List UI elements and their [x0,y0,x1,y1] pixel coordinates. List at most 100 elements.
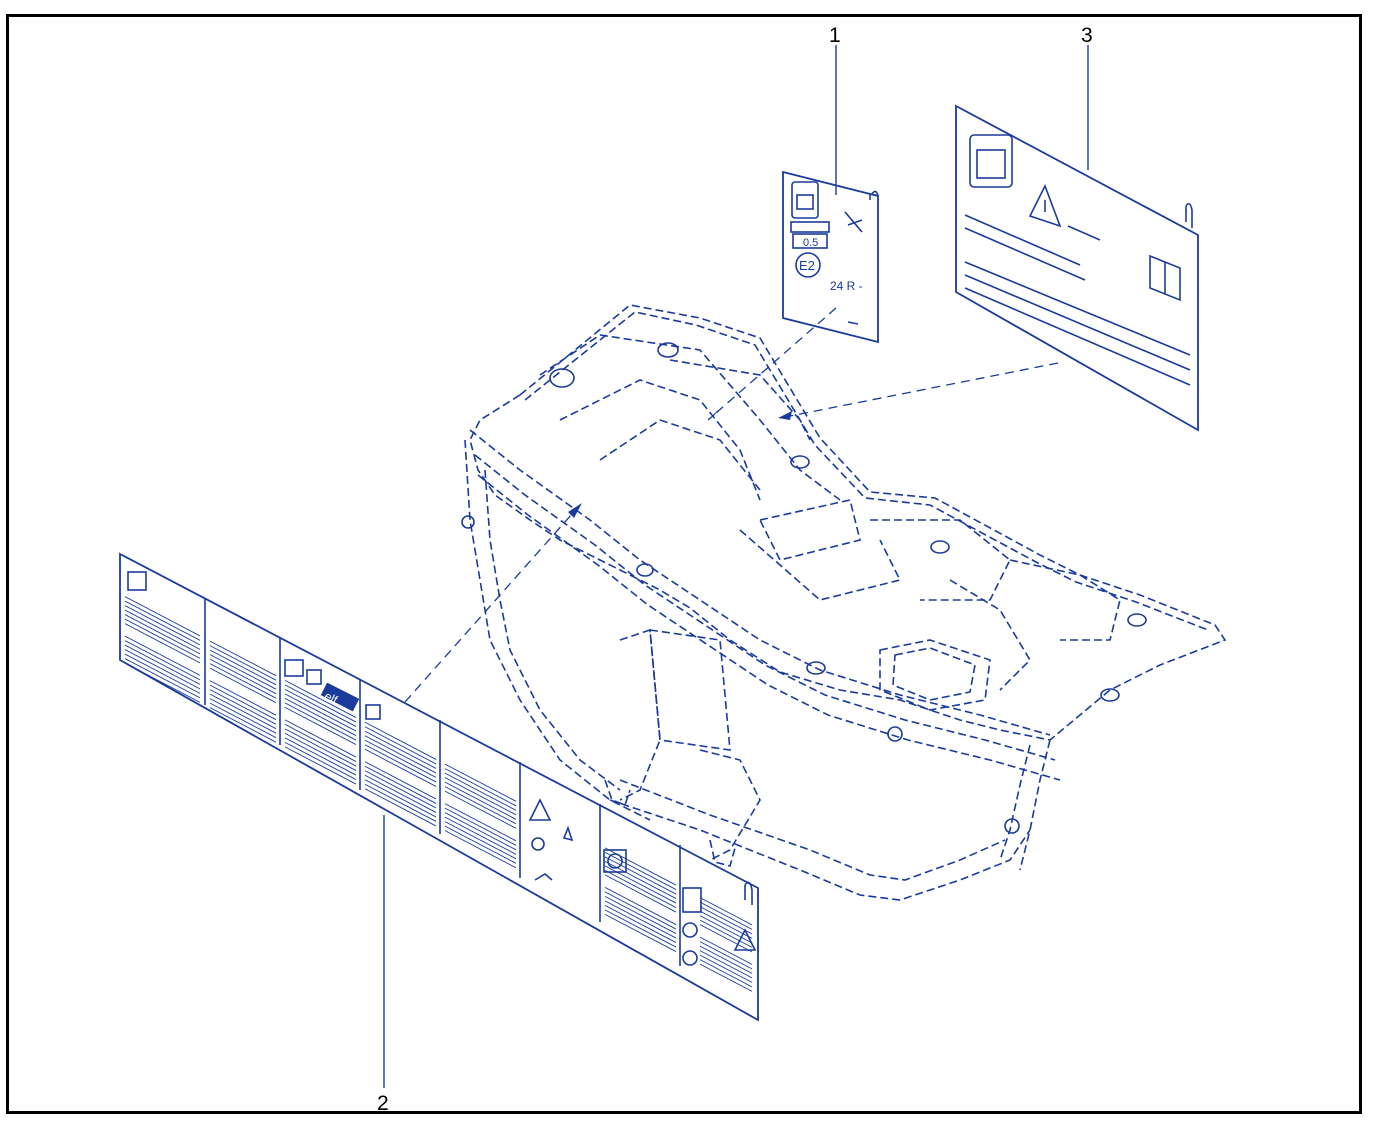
label-text-line [444,786,517,825]
label-text-line [364,765,437,804]
label-text-line [364,730,437,769]
label-3-battery-warning [955,104,1199,432]
label-text-line [209,640,277,677]
label-text-line [209,654,277,690]
label-text-line [124,658,201,699]
label-text-line [444,816,517,855]
label-text-line [124,635,201,676]
label-text-line [444,763,517,802]
fan-icon [603,849,627,873]
label-text-line [604,847,677,886]
callout-2: 2 [377,1092,389,1115]
label-text-line [284,741,357,780]
label-text-line [604,870,677,908]
label-text-line [699,963,753,992]
label-text-line [364,739,437,778]
label-text-line [124,653,201,694]
label-text-line [444,825,517,864]
label-text-line [699,910,753,939]
label-text-line [364,726,437,765]
label-text-line [209,680,277,716]
label-text-line [444,830,517,869]
label-text-line [699,919,753,948]
front-end-panel [461,304,1227,901]
label-text-line [699,950,753,979]
label-text-line [699,945,753,974]
label-1-tyre-pressure: 0.5 E2 24 R - [782,170,879,344]
label-text-line [284,688,357,727]
label-text-line [124,644,201,685]
label-text-line [124,640,201,681]
warning-triangle-icon [1028,184,1062,228]
label-text-line [124,623,201,664]
label-text-line [604,891,677,930]
label-text-line [284,697,357,736]
label-text-line [209,667,277,704]
warning-triangle-icon-2 [528,798,552,821]
label-1-approval-mark: E2 [799,258,815,273]
label-text-line [284,746,357,785]
label-text-line [604,874,677,913]
label-text-line [209,658,277,695]
label-text-line [209,663,277,699]
label-text-line [209,707,277,743]
label-text-line [284,706,357,745]
label-text-line [284,737,357,776]
label-text-line [604,852,677,890]
info-icon [682,950,698,966]
label-text-line [284,728,357,767]
label-text-line [444,807,517,846]
leader-lines [383,45,1089,1088]
label-text-line [699,915,753,944]
sun-icon [531,837,545,851]
label-text-line [364,774,437,813]
label-text-line [604,900,677,939]
label-text-line [209,702,277,739]
label-text-line [124,605,201,646]
label-text-line [604,909,677,948]
label-text-line [209,649,277,686]
label-text-line [444,781,517,820]
label-text-line [364,761,437,800]
battery-icon-3 [127,571,147,591]
label-text-line [444,772,517,811]
label-text-line [604,865,677,904]
fire-icon [844,211,863,233]
label-text-line [604,896,677,934]
manual-book-icon [1149,254,1181,302]
callout-1: 1 [829,24,841,47]
label-text-line [124,609,201,650]
label-text-line [124,662,201,703]
label-text-line [604,861,677,899]
label-text-line [699,959,753,988]
label-text-line [444,777,517,816]
label-text-line [699,897,753,926]
label-text-line [604,905,677,943]
callout-3: 3 [1081,24,1093,47]
label-text-line [444,768,517,807]
battery-icon-2 [969,134,1013,188]
label-text-line [209,698,277,734]
label-text-line [364,744,437,783]
label-text-line [604,887,677,925]
label-text-line [284,684,357,723]
label-text-line [209,689,277,725]
label-text-line [284,693,357,732]
label-1-regulation: 24 R - [830,279,863,293]
label-text-line [699,954,753,983]
fire-icon-2 [562,825,574,842]
label-text-line [364,788,437,827]
oil-can-icon [534,873,553,881]
label-text-line [699,936,753,965]
label-text-line [284,719,357,758]
label-text-line [364,770,437,809]
label-text-line [284,679,357,718]
label-text-line [209,684,277,721]
label-text-line [364,748,437,787]
label-1-value: 0.5 [803,237,818,249]
label-text-line [364,735,437,774]
label-text-line [124,614,201,655]
label-text-line [699,901,753,930]
label-text-line [444,812,517,851]
